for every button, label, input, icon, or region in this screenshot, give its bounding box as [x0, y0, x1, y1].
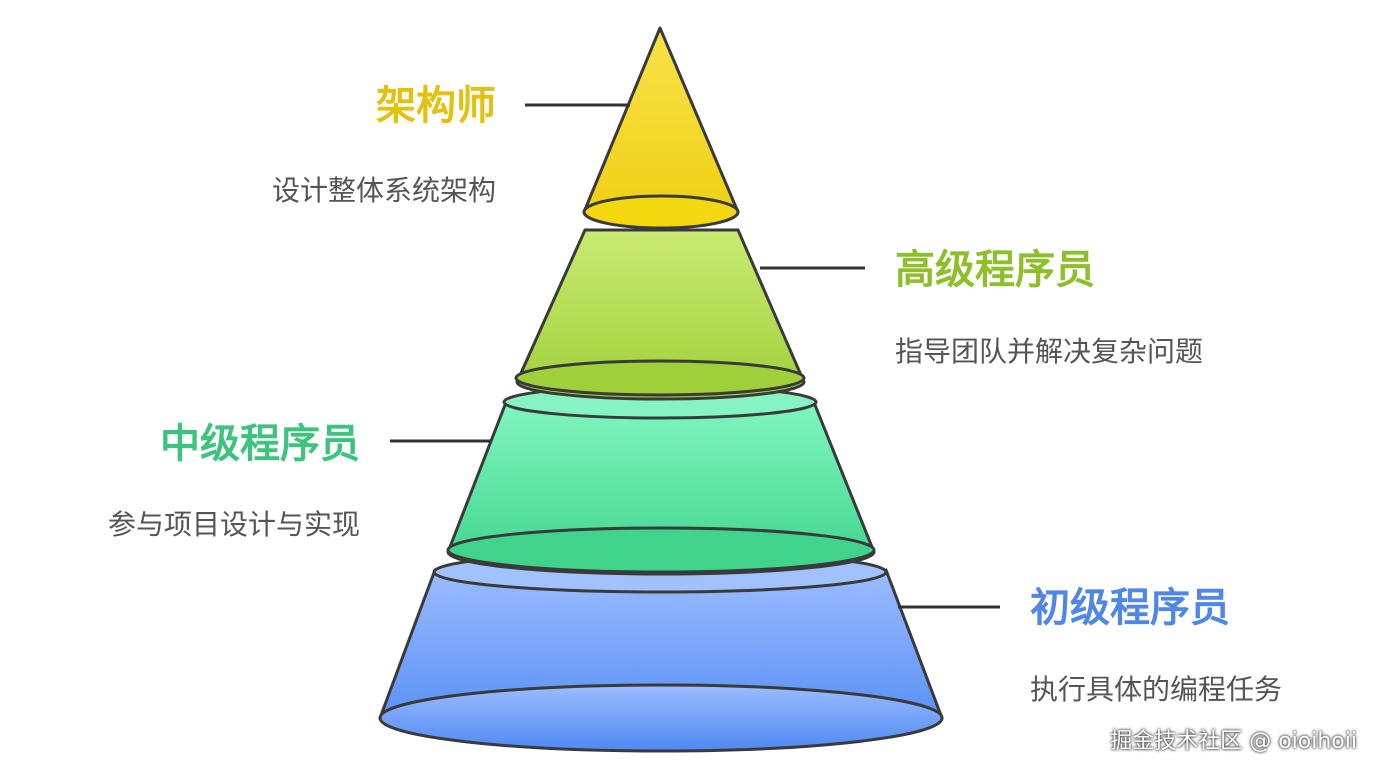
title-junior: 初级程序员 [1030, 585, 1230, 631]
desc-junior: 执行具体的编程任务 [1030, 673, 1283, 706]
tier-mid-base [446, 526, 876, 574]
tier-senior-base [514, 359, 806, 397]
tier-senior-body [515, 228, 806, 401]
title-mid: 中级程序员 [160, 421, 360, 467]
tier-architect-base [582, 194, 740, 230]
tier-junior-base [378, 683, 944, 753]
title-architect: 架构师 [376, 83, 496, 129]
desc-architect: 设计整体系统架构 [271, 174, 496, 207]
tier-mid [446, 384, 876, 576]
tier-junior [378, 550, 944, 753]
watermark: 掘金技术社区 @ oioihoii [1110, 729, 1357, 754]
title-senior: 高级程序员 [895, 247, 1095, 293]
tier-senior [514, 228, 806, 401]
desc-senior: 指导团队并解决复杂问题 [895, 335, 1204, 368]
desc-mid: 参与项目设计与实现 [107, 508, 360, 541]
tier-architect [582, 26, 740, 230]
